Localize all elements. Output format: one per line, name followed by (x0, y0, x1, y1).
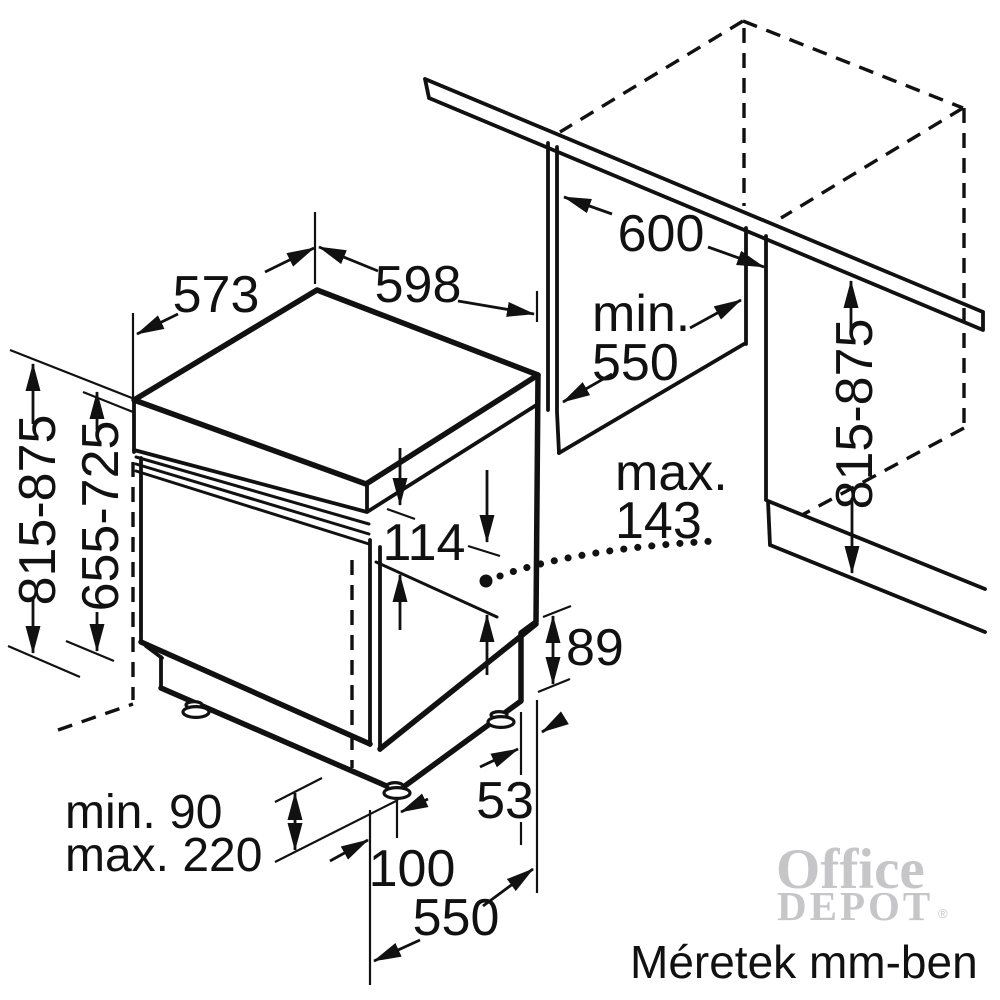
dim-front-foot-inset-label: 100 (369, 840, 456, 898)
niche-dashed-box (559, 19, 966, 517)
dim-rear-foot-offset: 53 (476, 700, 569, 893)
watermark-registered-icon: ® (938, 906, 948, 921)
dim-fascia-height: 114 (383, 448, 501, 675)
dim-door-panel-height-label: 655-725 (72, 421, 130, 612)
dim-front-foot-inset: 100 (329, 793, 456, 985)
dim-total-depth: 550 (373, 867, 534, 963)
dim-fascia-height-label: 114 (383, 514, 466, 572)
dim-plinth-recess: 89 (537, 604, 624, 694)
dim-appliance-depth: 573 (131, 212, 317, 400)
dim-plinth-height: min. 90 max. 220 (65, 777, 399, 882)
dim-appliance-height-label: 815-875 (9, 415, 67, 606)
dim-plinth-max-label: max. 220 (65, 829, 262, 882)
dim-rear-foot-offset-label: 53 (476, 772, 534, 830)
caption-units: Méretek mm-ben (630, 936, 978, 988)
dim-door-projection: max. 143 (479, 444, 728, 588)
dim-plinth-recess-label: 89 (566, 619, 624, 677)
watermark-line2: DEPOT (777, 883, 933, 929)
dim-appliance-height: 815-875 (7, 348, 133, 679)
dim-niche-depth: min. 550 (562, 285, 742, 404)
dim-door-projection-value: 143 (615, 492, 702, 550)
dim-appliance-depth-label: 573 (173, 266, 260, 324)
dim-door-panel-height: 655-725 (65, 390, 134, 663)
dim-niche-height: 815-875 (826, 280, 884, 574)
dim-total-depth-label: 550 (413, 889, 500, 947)
dim-appliance-width: 598 (318, 245, 539, 322)
niche-cutout (546, 141, 987, 634)
watermark-line1: Office (776, 838, 925, 901)
dim-door-projection-label: max. (615, 444, 728, 502)
dim-appliance-width-label: 598 (375, 256, 462, 314)
dim-niche-height-label: 815-875 (826, 319, 884, 510)
dim-niche-width: 600 (563, 195, 765, 269)
worktop-strip (423, 77, 985, 332)
appliance-outline (57, 287, 541, 794)
appliance-feet (181, 699, 516, 800)
watermark-office-depot: Office DEPOT ® (776, 838, 948, 929)
dim-niche-width-label: 600 (618, 205, 705, 263)
door-projection-reference-dot (479, 574, 493, 588)
dim-niche-depth-value: 550 (592, 334, 679, 392)
dim-plinth-min-label: min. 90 (65, 786, 222, 839)
dim-niche-depth-label: min. (592, 285, 690, 343)
